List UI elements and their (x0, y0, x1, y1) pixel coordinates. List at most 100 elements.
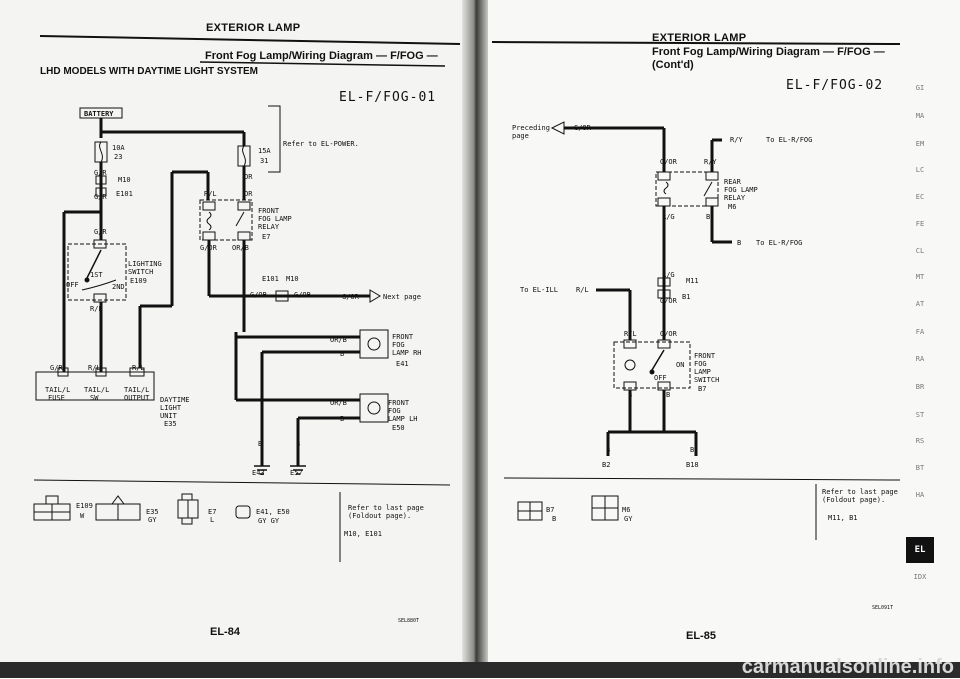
side-tab-br[interactable]: BR (915, 383, 925, 391)
side-tab-idx[interactable]: IDX (913, 573, 927, 581)
side-tab-el-active[interactable]: EL (906, 537, 934, 563)
refer-power-note: Refer to EL-POWER. (283, 140, 359, 148)
conn-e101-b: E101 (262, 275, 279, 283)
wire-orb-1: OR/B (232, 244, 249, 252)
side-tab-ec[interactable]: EC (915, 193, 925, 201)
rear-relay-2: FOG LAMP (724, 186, 758, 194)
daytime-unit-3: UNIT (160, 412, 177, 420)
view-e35-label: E35 (146, 508, 159, 516)
view-m6-color: GY (624, 515, 633, 523)
fog-switch-2: FOG (694, 360, 707, 368)
preceding-page-1: Preceding (512, 124, 550, 132)
side-tab-rs[interactable]: RS (915, 437, 925, 445)
switch-on: ON (676, 361, 685, 369)
r-wire-ry-1: R/Y (730, 136, 743, 144)
right-subtitle-2: (Cont'd) (652, 59, 694, 71)
conn-b1: B1 (682, 293, 691, 301)
side-tab-ma[interactable]: MA (915, 112, 925, 120)
side-tab-bt[interactable]: BT (915, 464, 925, 472)
side-tab-em[interactable]: EM (915, 140, 925, 148)
r-wire-b-4: B (666, 391, 671, 399)
wire-b-1: B (340, 350, 345, 358)
conn-m10-b: M10 (286, 275, 299, 283)
view-b7-label: B7 (546, 506, 555, 514)
fog-switch-1: FRONT (694, 352, 716, 360)
fuse-15a-label: 15A (258, 147, 271, 155)
wire-gr-4: G/R (50, 364, 63, 372)
switch-2nd: 2ND (112, 283, 125, 291)
to-el-rfog-1: To EL-R/FOG (766, 136, 813, 144)
fog-switch-4: SWITCH (694, 376, 720, 384)
conn-e101: E101 (116, 190, 133, 198)
front-relay-3: RELAY (258, 223, 280, 231)
side-tab-ra[interactable]: RA (915, 355, 925, 363)
left-diagram-code: EL-F/FOG-01 (339, 90, 437, 105)
right-header: EXTERIOR LAMP (652, 32, 747, 44)
wire-rl-2: R/L (88, 364, 101, 372)
lighting-switch-label-2: SWITCH (128, 268, 154, 276)
daytime-unit-2: LIGHT (160, 404, 182, 412)
left-subtitle: Front Fog Lamp/Wiring Diagram — F/FOG — (205, 50, 438, 62)
switch-off: OFF (66, 281, 79, 289)
wire-rl-1: R/L (90, 305, 103, 313)
conn-e35: E35 (164, 420, 177, 428)
rear-relay-3: RELAY (724, 194, 746, 202)
lamp-lh-1: FRONT (388, 399, 410, 407)
tail-fuse-1: TAIL/L (45, 386, 71, 394)
side-tab-lc[interactable]: LC (915, 166, 925, 174)
r-wire-gor-2: G/OR (660, 158, 677, 166)
left-page-number: EL-84 (210, 626, 240, 638)
side-tab-st[interactable]: ST (915, 411, 925, 419)
conn-e41: E41 (396, 360, 409, 368)
right-refer-last-1: Refer to last page (822, 488, 898, 496)
r-wire-b-6: B (690, 446, 695, 454)
r-wire-rg-2: R/G (662, 271, 675, 279)
left-page (0, 0, 476, 678)
wire-orb-2: OR/B (330, 336, 347, 344)
daytime-unit-1: DAYTIME (160, 396, 190, 404)
view-e109-color: W (80, 512, 85, 520)
left-refer-conns: M10, E101 (344, 530, 382, 538)
fuse-10a-number: 23 (114, 153, 123, 161)
view-e109-label: E109 (76, 502, 93, 510)
side-tab-fe[interactable]: FE (915, 220, 925, 228)
battery-label: BATTERY (84, 110, 114, 118)
conn-e109: E109 (130, 277, 147, 285)
lamp-rh-3: LAMP RH (392, 349, 422, 357)
view-m6-label: M6 (622, 506, 631, 514)
to-el-rfog-2: To EL-R/FOG (756, 239, 803, 247)
wire-b-3: B (258, 440, 263, 448)
left-header: EXTERIOR LAMP (206, 22, 301, 34)
wire-orb-3: OR/B (330, 399, 347, 407)
right-page-number: EL-85 (686, 630, 716, 642)
lighting-switch-label-1: LIGHTING (128, 260, 162, 268)
r-wire-b-2: B (737, 239, 742, 247)
fog-switch-3: LAMP (694, 368, 711, 376)
switch-1st: 1ST (90, 271, 103, 279)
left-refer-last-2: (Foldout page). (348, 512, 412, 520)
front-relay-2: FOG LAMP (258, 215, 292, 223)
next-page-label: Next page (383, 293, 421, 301)
fuse-15a-number: 31 (260, 157, 269, 165)
tail-output-1: TAIL/L (124, 386, 150, 394)
r-wire-ry-2: R/Y (704, 158, 717, 166)
wire-or-1: OR (244, 173, 253, 181)
side-tab-fa[interactable]: FA (915, 328, 925, 336)
rear-relay-1: REAR (724, 178, 741, 186)
side-tab-cl[interactable]: CL (915, 247, 925, 255)
tail-fuse-2: FUSE (48, 394, 65, 402)
right-diagram-code: EL-F/FOG-02 (786, 78, 884, 93)
side-tab-gi[interactable]: GI (915, 84, 925, 92)
r-wire-gor-4: G/OR (660, 330, 677, 338)
conn-m6: M6 (728, 203, 737, 211)
side-tab-mt[interactable]: MT (915, 273, 925, 281)
preceding-page-2: page (512, 132, 529, 140)
front-relay-1: FRONT (258, 207, 280, 215)
wire-rl-4: R/L (204, 190, 217, 198)
side-tab-ha[interactable]: HA (915, 491, 925, 499)
side-tab-at[interactable]: AT (915, 300, 925, 308)
left-refer-last-1: Refer to last page (348, 504, 424, 512)
ground-b2: B2 (602, 461, 611, 469)
tail-sw-1: TAIL/L (84, 386, 110, 394)
